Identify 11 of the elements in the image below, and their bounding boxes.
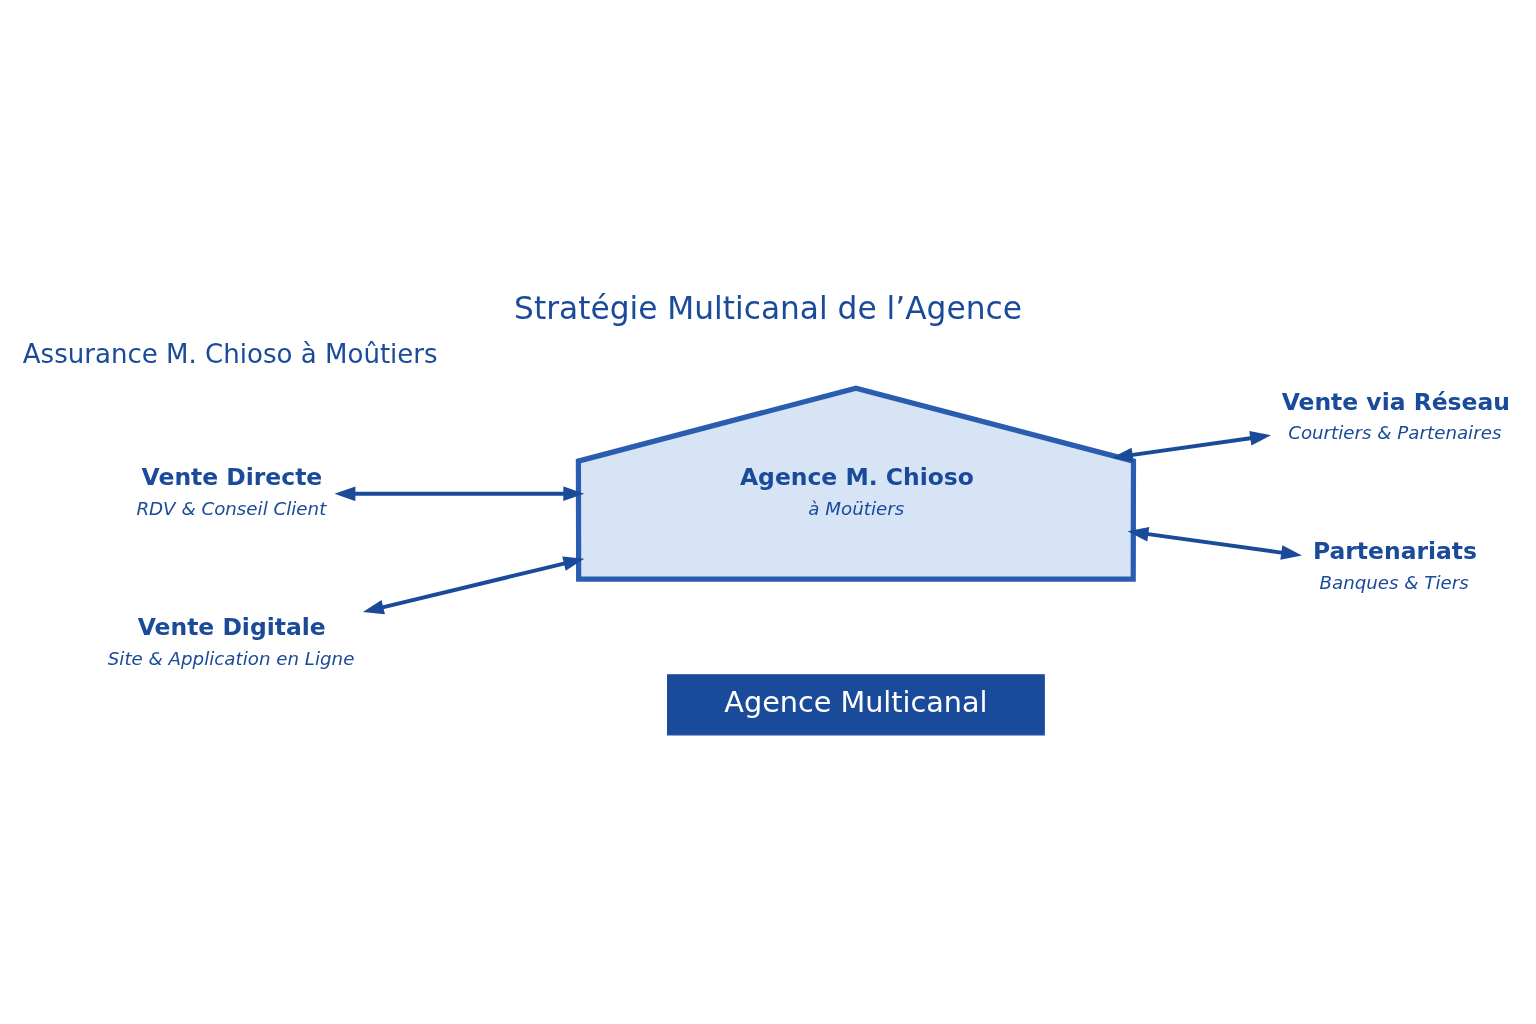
node-text: Vente via Réseau Courtiers & Partenaires [1281,387,1510,444]
arrow [1127,526,1303,560]
arrow [334,486,585,502]
label: Agence Multicanal [724,685,988,720]
arrow [1111,431,1272,463]
diagram-title: Stratégie Multicanal de l’Agence [514,290,1022,327]
node-text: Vente Digitale Site & Application en Ligne [107,612,355,669]
label: Assurance M. Chioso à Moûtiers [22,339,438,370]
arrow [362,556,585,615]
node-text: Vente Directe RDV & Conseil Client [136,463,327,519]
node-text: Partenariats Banques & Tiers [1312,537,1478,594]
